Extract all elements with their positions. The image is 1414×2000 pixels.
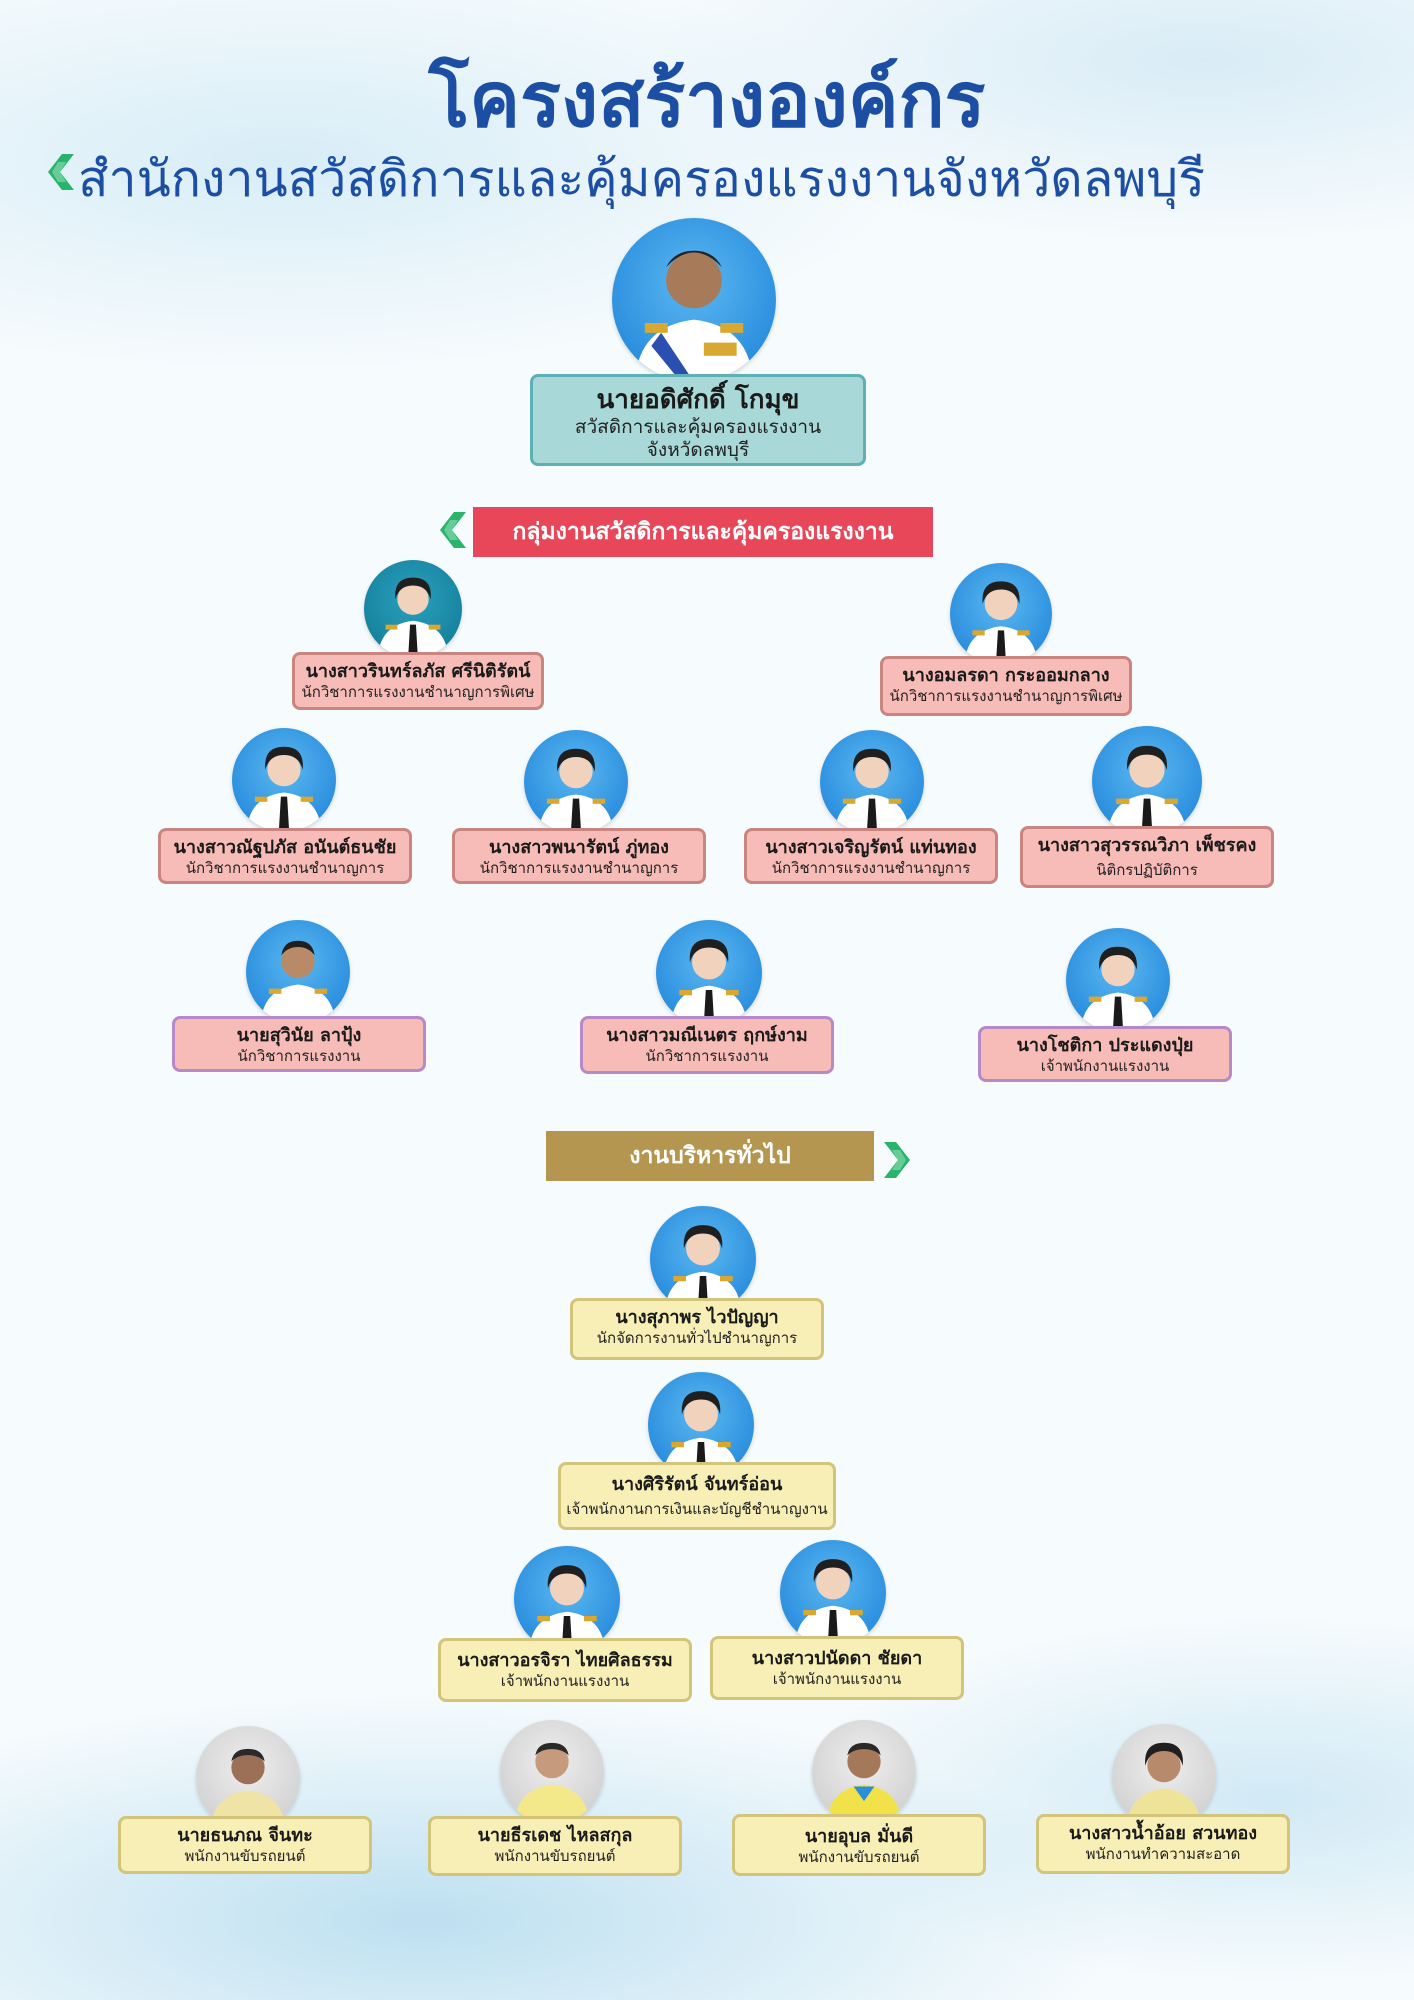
person-portrait-icon	[834, 748, 910, 834]
staff-name: นางสาวอรจิรา ไทยศิลธรรม	[457, 1650, 673, 1671]
staff-name: นางสาวน้ำอ้อย สวนทอง	[1068, 1823, 1258, 1844]
staff-name: นางสาวปนัดดา ชัยดา	[751, 1648, 923, 1669]
staff-position: นักจัดการงานทั่วไปชำนาญการ	[596, 1328, 798, 1347]
staff-card: นางสุภาพร ไวปัญญา นักจัดการงานทั่วไปชำนา…	[570, 1298, 824, 1360]
staff-photo	[812, 1720, 916, 1824]
staff-card: นางสาวปนัดดา ชัยดา เจ้าพนักงานแรงงาน	[710, 1636, 964, 1700]
head-name: นายอดิศักดิ์ โกมุข	[596, 385, 800, 415]
person-portrait-icon	[377, 577, 449, 658]
staff-card: นางศิริรัตน์ จันทร์อ่อน เจ้าพนักงานการเง…	[558, 1462, 836, 1530]
person-portrait-icon	[260, 940, 336, 1024]
person-portrait-icon	[794, 1559, 872, 1646]
chevron-left-icon	[440, 512, 466, 548]
staff-card: นายธีรเดช ไหลสกุล พนักงานขับรถยนต์	[428, 1816, 682, 1876]
head-position-line1: สวัสดิการและคุ้มครองแรงงาน	[574, 416, 822, 439]
staff-card: นางสาวน้ำอ้อย สวนทอง พนักงานทำความสะอาด	[1036, 1814, 1290, 1874]
staff-card: นางสาวสุวรรณวิภา เพ็ชรคง นิติกรปฏิบัติกา…	[1020, 826, 1274, 888]
staff-name: นางสาวมณีเนตร ฤกษ์งาม	[606, 1025, 808, 1046]
staff-card: นางโชติกา ประแดงปุ่ย เจ้าพนักงานแรงงาน	[978, 1026, 1232, 1082]
staff-photo	[650, 1206, 756, 1312]
staff-name: นางศิริรัตน์ จันทร์อ่อน	[611, 1474, 783, 1495]
staff-name: นายธนภณ จีนทะ	[177, 1825, 313, 1846]
staff-card: นายสุวินัย ลาปุ้ง นักวิชาการแรงงาน	[172, 1016, 426, 1072]
staff-photo	[1066, 928, 1170, 1032]
staff-card: นางสาวรินทร์ลภัส ศรีนิติรัตน์ นักวิชาการ…	[292, 652, 544, 710]
staff-card: นางสาวมณีเนตร ฤกษ์งาม นักวิชาการแรงงาน	[580, 1016, 834, 1074]
staff-position: เจ้าพนักงานแรงงาน	[500, 1671, 630, 1690]
person-portrait-icon	[826, 1742, 902, 1824]
staff-position: นักวิชาการแรงงานชำนาญการ	[479, 858, 679, 877]
staff-position: พนักงานขับรถยนต์	[798, 1847, 920, 1866]
staff-photo	[780, 1540, 886, 1646]
person-portrait-icon	[1107, 745, 1187, 836]
head-card: นายอดิศักดิ์ โกมุข สวัสดิการและคุ้มครองแ…	[530, 374, 866, 466]
staff-photo	[232, 728, 336, 832]
staff-photo	[196, 1726, 300, 1830]
staff-card: นายอุบล มั่นดี พนักงานขับรถยนต์	[732, 1814, 986, 1876]
staff-position: เจ้าพนักงานแรงงาน	[1040, 1056, 1170, 1075]
section-labor-banner: กลุ่มงานสวัสดิการและคุ้มครองแรงงาน	[473, 507, 933, 557]
staff-name: นางสาวณัฐปภัส อนันต์ธนชัย	[173, 837, 397, 858]
page-subtitle: สำนักงานสวัสดิการและคุ้มครองแรงงานจังหวั…	[78, 150, 1205, 208]
person-portrait-icon	[670, 939, 748, 1026]
staff-name: นางโชติกา ประแดงปุ่ย	[1016, 1035, 1194, 1056]
staff-position: พนักงานทำความสะอาด	[1085, 1844, 1241, 1863]
chevron-right-icon	[884, 1142, 910, 1178]
staff-name: นางสาวสุวรรณวิภา เพ็ชรคง	[1037, 835, 1257, 856]
person-portrait-icon	[634, 250, 754, 382]
staff-position: นิติกรปฏิบัติการ	[1096, 860, 1198, 879]
staff-position: พนักงานขับรถยนต์	[184, 1846, 306, 1865]
staff-photo	[1092, 726, 1202, 836]
person-portrait-icon	[246, 746, 322, 832]
staff-photo	[1112, 1724, 1216, 1828]
person-portrait-icon	[664, 1225, 742, 1312]
staff-photo	[246, 920, 350, 1024]
staff-photo	[648, 1372, 754, 1478]
staff-name: นายธีรเดช ไหลสกุล	[477, 1825, 633, 1846]
staff-position: เจ้าพนักงานการเงินและบัญชีชำนาญงาน	[566, 1499, 828, 1518]
person-portrait-icon	[514, 1742, 590, 1824]
staff-position: นักวิชาการแรงงานชำนาญการ	[771, 858, 971, 877]
person-portrait-icon	[1126, 1742, 1202, 1828]
staff-photo	[364, 560, 462, 658]
staff-card: นายธนภณ จีนทะ พนักงานขับรถยนต์	[118, 1816, 372, 1874]
person-portrait-icon	[538, 748, 614, 834]
chevron-left-icon	[48, 154, 74, 190]
staff-card: นางอมลรดา กระออมกลาง นักวิชาการแรงงานชำน…	[880, 656, 1132, 716]
staff-name: นางสาวพนารัตน์ ภู่ทอง	[489, 837, 669, 858]
staff-name: นายสุวินัย ลาปุ้ง	[236, 1025, 362, 1046]
staff-name: นางสุภาพร ไวปัญญา	[615, 1307, 779, 1328]
staff-position: นักวิชาการแรงงานชำนาญการพิเศษ	[301, 682, 535, 701]
section-admin-banner: งานบริหารทั่วไป	[546, 1131, 874, 1181]
staff-position: เจ้าพนักงานแรงงาน	[772, 1669, 902, 1688]
person-portrait-icon	[964, 581, 1038, 665]
staff-photo	[514, 1546, 620, 1652]
staff-name: นางสาวรินทร์ลภัส ศรีนิติรัตน์	[305, 661, 531, 682]
staff-name: นางสาวเจริญรัตน์ แท่นทอง	[765, 837, 977, 858]
person-portrait-icon	[210, 1748, 286, 1830]
staff-name: นางอมลรดา กระออมกลาง	[902, 665, 1110, 686]
head-position-line2: จังหวัดลพบุรี	[646, 438, 750, 461]
staff-position: นักวิชาการแรงงานชำนาญการ	[185, 858, 385, 877]
staff-photo	[524, 730, 628, 834]
staff-card: นางสาวเจริญรัตน์ แท่นทอง นักวิชาการแรงงา…	[744, 828, 998, 884]
staff-card: นางสาวณัฐปภัส อนันต์ธนชัย นักวิชาการแรงง…	[158, 828, 412, 884]
staff-photo	[656, 920, 762, 1026]
staff-photo	[950, 563, 1052, 665]
staff-position: พนักงานขับรถยนต์	[494, 1846, 616, 1865]
staff-card: นางสาวพนารัตน์ ภู่ทอง นักวิชาการแรงงานชำ…	[452, 828, 706, 884]
staff-position: นักวิชาการแรงงานชำนาญการพิเศษ	[889, 686, 1123, 705]
staff-position: นักวิชาการแรงงาน	[645, 1046, 769, 1065]
staff-name: นายอุบล มั่นดี	[804, 1826, 914, 1847]
staff-card: นางสาวอรจิรา ไทยศิลธรรม เจ้าพนักงานแรงงา…	[438, 1638, 692, 1702]
person-portrait-icon	[528, 1565, 606, 1652]
page-title: โครงสร้างองค์กร	[428, 55, 986, 144]
head-photo	[612, 218, 776, 382]
staff-position: นักวิชาการแรงงาน	[237, 1046, 361, 1065]
staff-photo	[500, 1720, 604, 1824]
person-portrait-icon	[1080, 946, 1156, 1032]
staff-photo	[820, 730, 924, 834]
